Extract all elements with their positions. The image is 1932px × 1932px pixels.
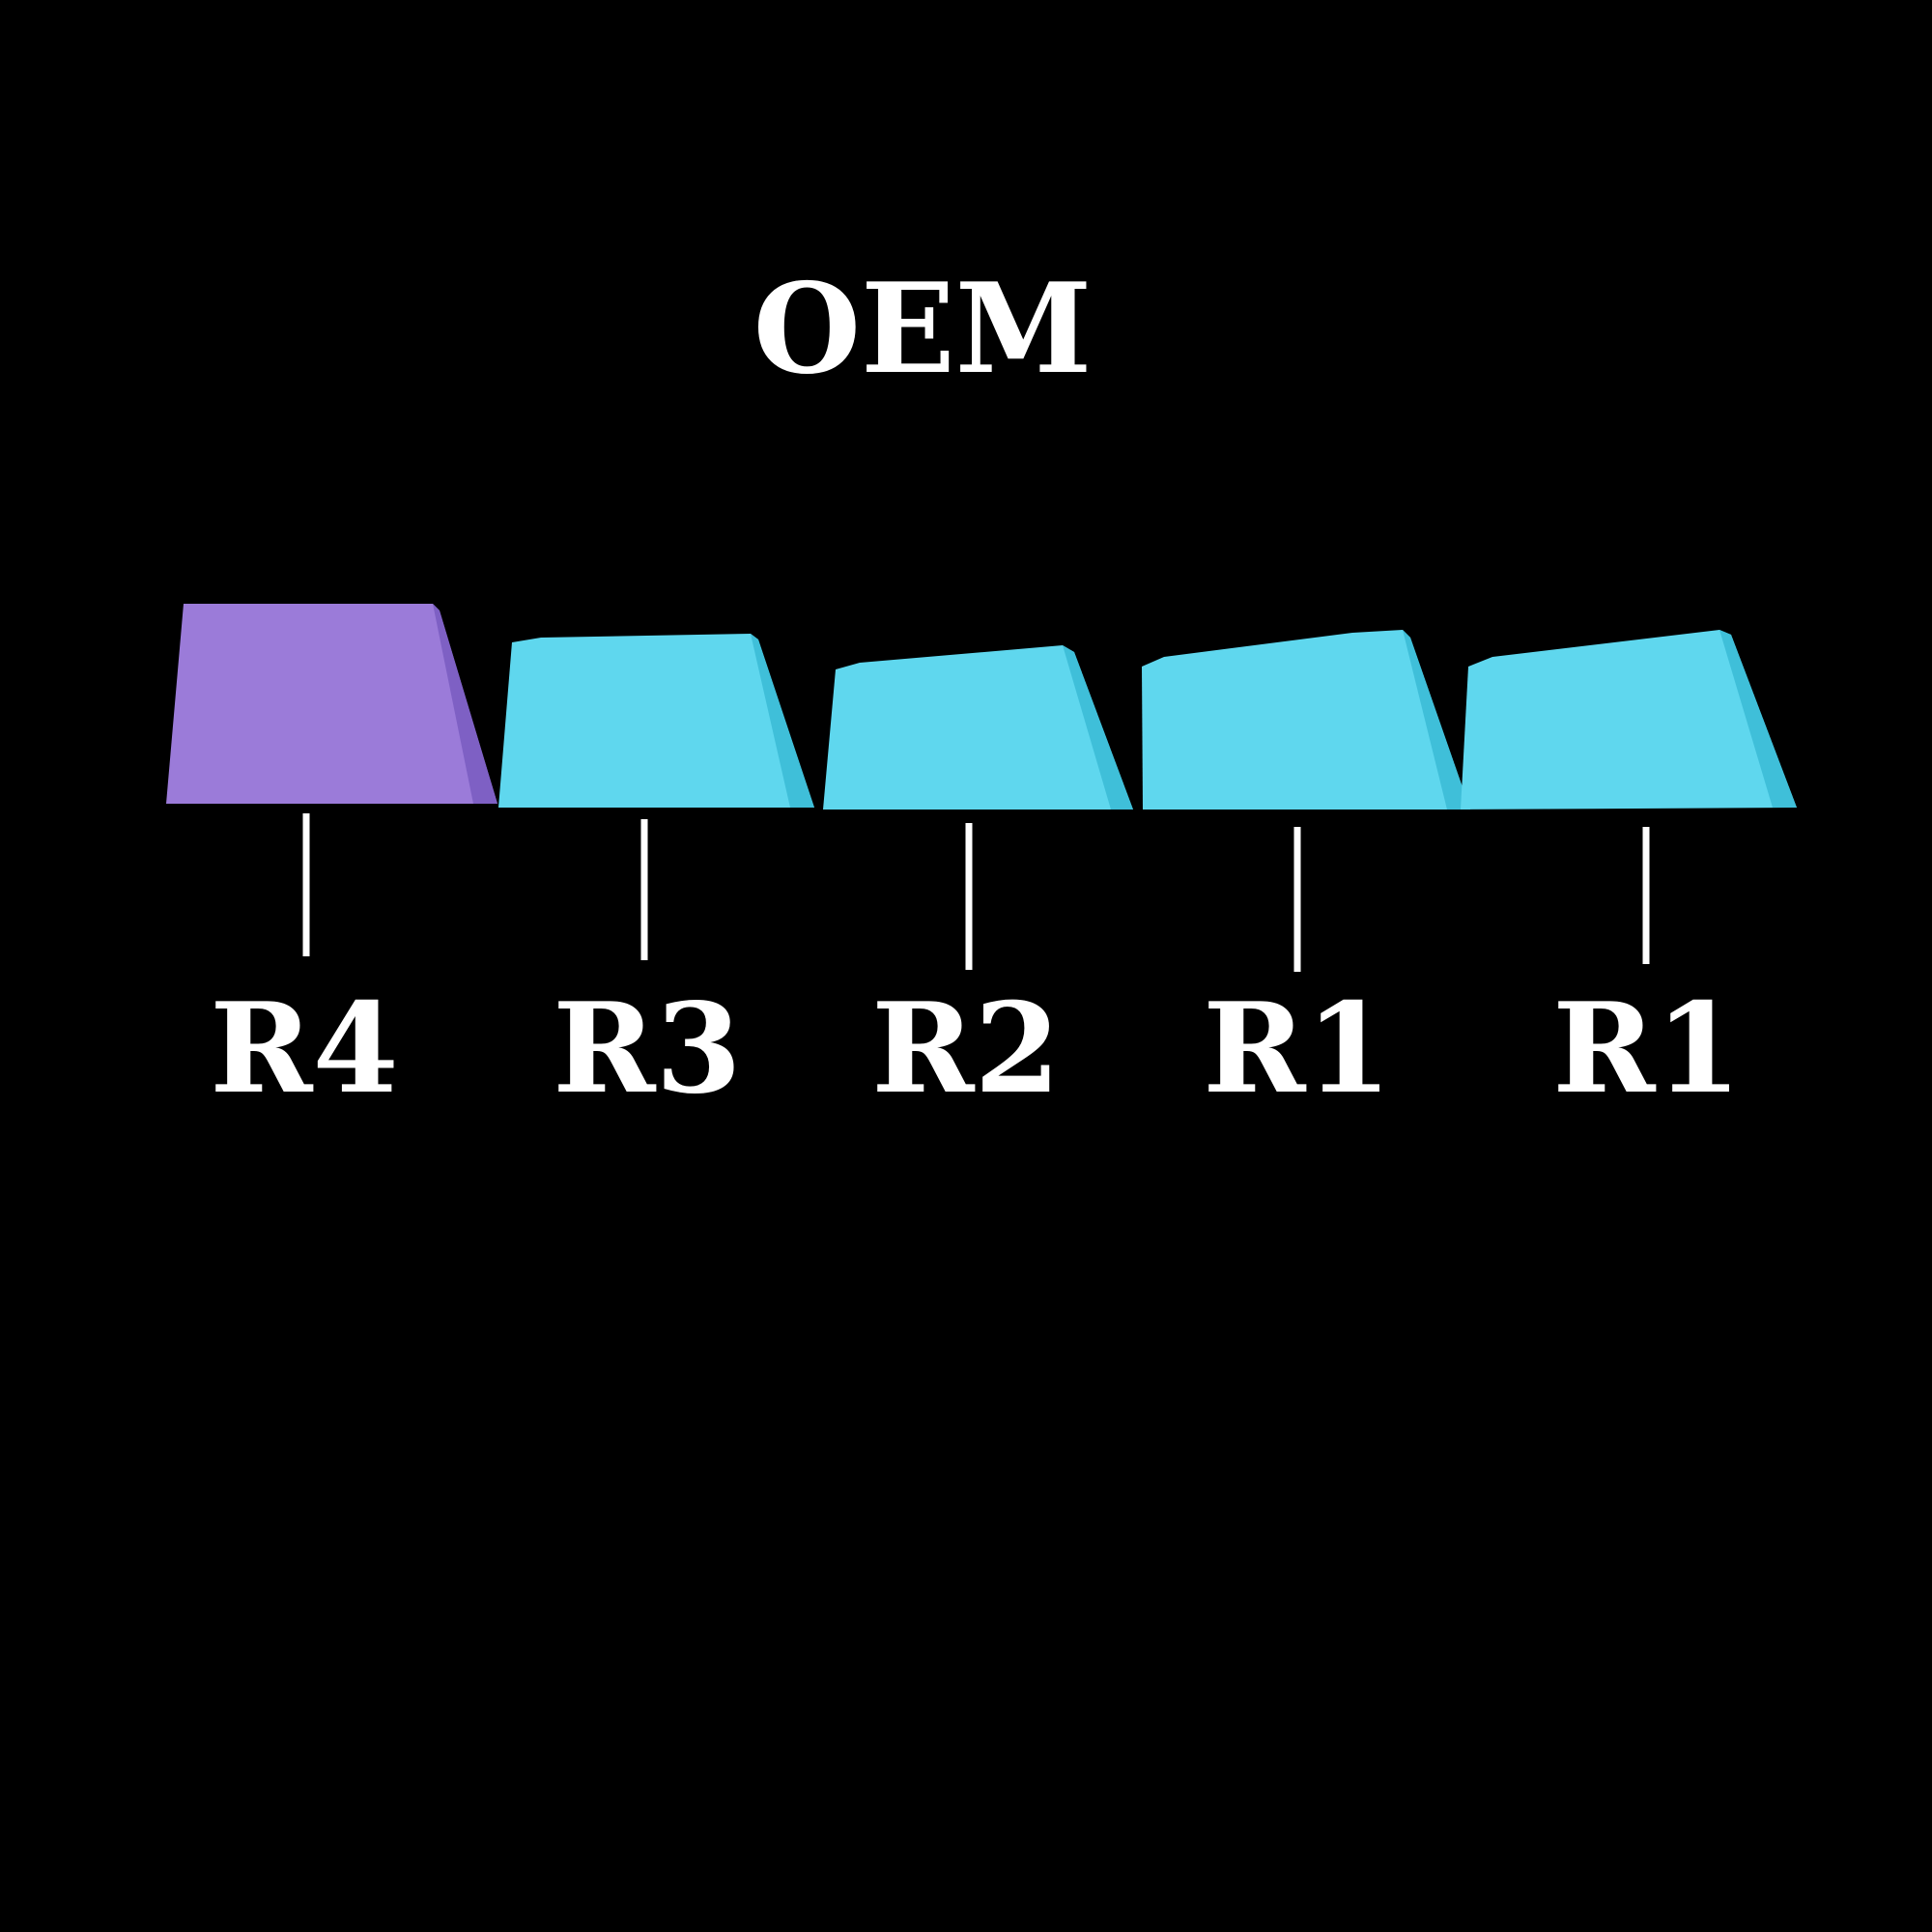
keycaps-group — [166, 604, 1797, 810]
keycap-side-shade — [751, 634, 814, 808]
row-labels-group: R4 R3 R2 R1 R1 — [210, 977, 1741, 1122]
keycap-r1-5 — [1461, 630, 1797, 810]
keycap-side-shade — [1719, 630, 1797, 808]
keycap-side-shade — [433, 604, 497, 804]
row-label: R3 — [553, 977, 741, 1122]
connectors-group — [302, 813, 1650, 972]
row-label: R1 — [1552, 977, 1741, 1122]
keycap-side-shade — [1063, 645, 1133, 810]
keycap-side-shade — [1403, 630, 1470, 810]
keycap-r1-4 — [1142, 630, 1470, 810]
keycap-r2-3 — [823, 645, 1133, 810]
keycap-r4-1 — [166, 604, 497, 804]
row-label: R4 — [210, 977, 398, 1122]
row-label: R1 — [1203, 977, 1391, 1122]
keycap-r3-2 — [498, 634, 814, 808]
diagram-title: OEM — [753, 257, 1093, 402]
row-label: R2 — [871, 977, 1060, 1122]
